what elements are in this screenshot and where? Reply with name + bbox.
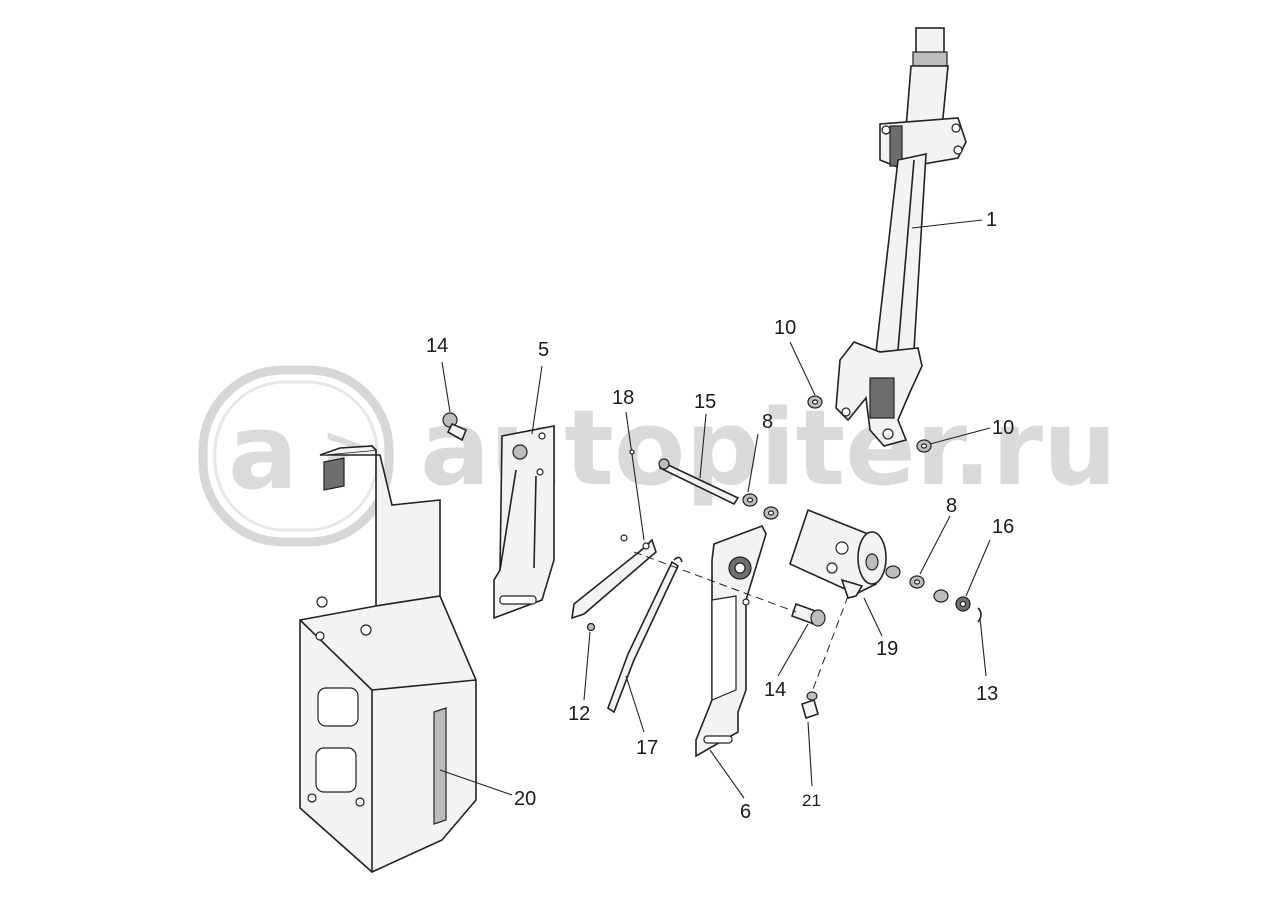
- watermark-logo-glyph: a: [228, 391, 298, 513]
- callout-6: 6: [740, 801, 751, 823]
- callout-17: 17: [636, 737, 658, 759]
- callout-labels: 1 10 10 14 5 18 15 8 8 16 19 14 13 12 17…: [426, 209, 1014, 823]
- part-14-bolt: [777, 602, 826, 677]
- callout-12: 12: [568, 703, 590, 725]
- part-20-bracket-housing: [299, 445, 513, 873]
- callout-10: 10: [992, 417, 1014, 439]
- callout-14: 14: [426, 335, 448, 357]
- callout-8: 8: [946, 495, 957, 517]
- part-21-grease-fitting: [801, 595, 849, 787]
- part-15-shaft: [658, 413, 740, 506]
- part-17-rod: [607, 556, 683, 733]
- part-1-steering-column: [835, 27, 983, 447]
- callout-13: 13: [976, 683, 998, 705]
- part-12-pin: [583, 622, 596, 701]
- callout-20: 20: [514, 788, 536, 810]
- part-6-lever: [695, 524, 767, 799]
- part-10-washer: [789, 341, 991, 453]
- callout-8: 8: [762, 411, 773, 433]
- part-14-bolt: [441, 361, 468, 442]
- assembly-axis: [633, 551, 797, 613]
- part-16-nut: [955, 539, 991, 612]
- callout-15: 15: [694, 391, 716, 413]
- part-5-plate: [493, 365, 555, 620]
- part-18-link: [571, 411, 657, 620]
- part-19-cylinder: [789, 508, 887, 637]
- part-13-clip: [977, 607, 987, 677]
- callout-10: 10: [774, 317, 796, 339]
- callout-21: 21: [802, 791, 821, 810]
- callout-18: 18: [612, 387, 634, 409]
- callout-19: 19: [876, 638, 898, 660]
- callout-5: 5: [538, 339, 549, 361]
- part-8-washer: [742, 433, 951, 603]
- watermark-logo-frame: [198, 365, 394, 547]
- callout-14: 14: [764, 679, 786, 701]
- callout-1: 1: [986, 209, 997, 231]
- watermark: a > autopiter.ru: [198, 365, 1117, 547]
- callout-16: 16: [992, 516, 1014, 538]
